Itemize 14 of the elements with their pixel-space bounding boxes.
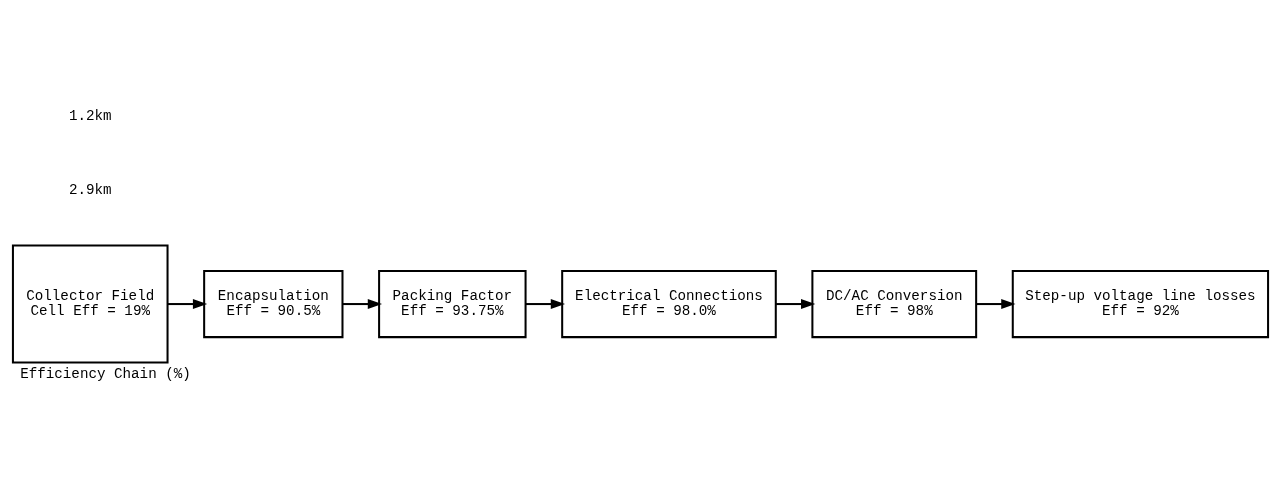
arrow	[167, 299, 208, 310]
node-box: Electrical Connections Eff = 98.0%	[561, 270, 777, 339]
label: 1.2km	[68, 107, 112, 124]
arrow	[525, 299, 566, 310]
node-box: Step-up voltage line losses Eff = 92%	[1011, 270, 1270, 339]
arrow	[342, 299, 383, 310]
label: 2.9km	[68, 181, 112, 198]
caption: Efficiency Chain (%)	[20, 366, 191, 382]
node-box: Encapsulation Eff = 90.5%	[203, 270, 344, 339]
arrow	[976, 299, 1016, 310]
node-box: Packing Factor Eff = 93.75%	[378, 270, 527, 339]
arrow	[776, 299, 816, 310]
node-box: DC/AC Conversion Eff = 98%	[811, 270, 978, 339]
node-box: Collector Field Cell Eff = 19%	[11, 244, 169, 364]
